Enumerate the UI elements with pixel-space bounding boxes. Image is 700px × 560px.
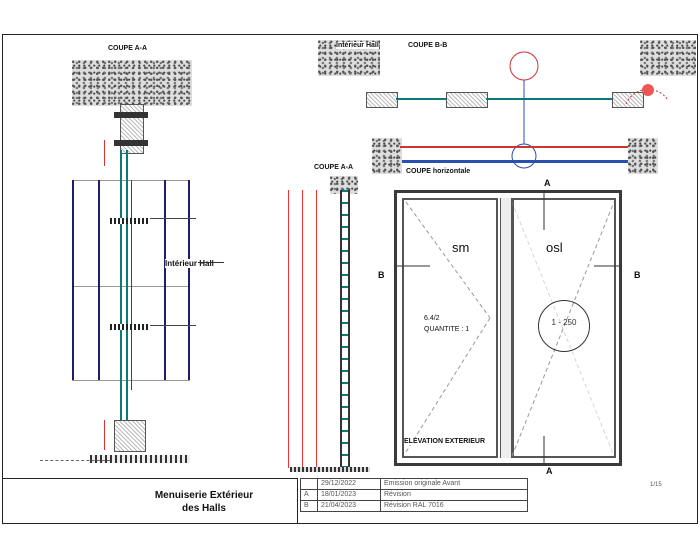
elevation-title: ELEVATION EXTERIEUR [404,438,486,445]
section-mark-bottom: A [546,466,553,476]
plan-glass [396,98,446,100]
head-transom [114,112,148,118]
floor-slab [90,455,190,463]
small-section-dimension-2 [302,190,303,468]
revision-row: 29/12/2022 Emission originale Avant [300,478,528,490]
left-leaf [402,198,498,458]
small-section-slab [330,176,358,194]
right-leaf [512,198,616,458]
title-line-1: Menuiserie Extérieur [154,490,254,501]
revision-date: 18/01/2023 [317,489,381,501]
left-section-title: COUPE A-A [108,45,148,52]
ceiling-slab [72,60,192,106]
small-section-floor [290,467,370,472]
plan-mullion [446,92,488,108]
glass-label: 6.4/2 [424,315,440,322]
interior-marker [198,262,224,263]
wall-lower-left [372,138,402,174]
leader-line [150,218,196,219]
plan-dimension-line [400,146,628,148]
door-swing-arcs [509,51,539,169]
title-line-2: des Halls [182,503,226,514]
plan-jamb-left [366,92,398,108]
floor-level-line [40,460,110,461]
sill-dimension-line [104,420,105,450]
mullion-line [98,180,100,380]
revision-index: B [300,500,318,512]
title-block [2,478,298,524]
revision-index: A [300,489,318,501]
small-section-profile [340,190,350,468]
mullion-line [72,180,74,380]
mullion-line [188,180,190,380]
circle-text: 1 - 250 [551,318,577,327]
glazing-line [120,150,122,440]
elevation-frame [394,190,622,466]
revision-index [300,478,318,490]
revision-description: Révision RAL 7016 [380,500,528,512]
revision-date: 29/12/2022 [317,478,381,490]
section-mark-right: B [634,270,641,280]
mullion-line [164,180,166,380]
section-mark-left: B [378,270,385,280]
small-section-dimension [288,190,289,468]
wall-right [640,40,696,76]
drawing-frame [2,34,698,524]
glazing-line [131,180,132,390]
right-leaf-text: osl [546,240,563,255]
leader-line [150,325,196,326]
sill-profile [114,420,146,452]
plan-section-title: COUPE B-B [408,42,448,49]
left-leaf-text: sm [452,240,470,255]
sheet-label: 1/15 [650,482,662,488]
revision-row: B 21/04/2023 Révision RAL 7016 [300,500,528,512]
head-transom-2 [114,140,148,146]
section-mark-top: A [544,178,551,188]
accessibility-circle: 1 - 250 [538,300,590,352]
small-section-title: COUPE A-A [314,164,354,171]
plan-lower-glass [402,160,628,163]
right-swing-arc [625,84,669,105]
revision-date: 21/04/2023 [317,500,381,512]
revision-description: Emission originale Avant [380,478,528,490]
plan-horizontal-label: COUPE horizontale [406,168,471,175]
revision-row: A 18/01/2023 Révision [300,489,528,501]
central-mullion [500,198,512,458]
revision-table: 29/12/2022 Emission originale Avant A 18… [300,478,528,512]
revision-description: Révision [380,489,528,501]
transom-bar [110,218,150,224]
plan-interior-label: Intérieur Hall [336,42,379,49]
glazing-line [126,150,128,440]
left-interior-label: Intérieur Hall [165,259,214,268]
quantity-label: QUANTITE : 1 [424,326,470,333]
wall-lower-right [628,138,658,174]
head-dimension-line [104,140,105,166]
small-section-dimension-3 [316,190,317,468]
transom-bar [110,324,150,330]
plan-glass [486,98,612,100]
